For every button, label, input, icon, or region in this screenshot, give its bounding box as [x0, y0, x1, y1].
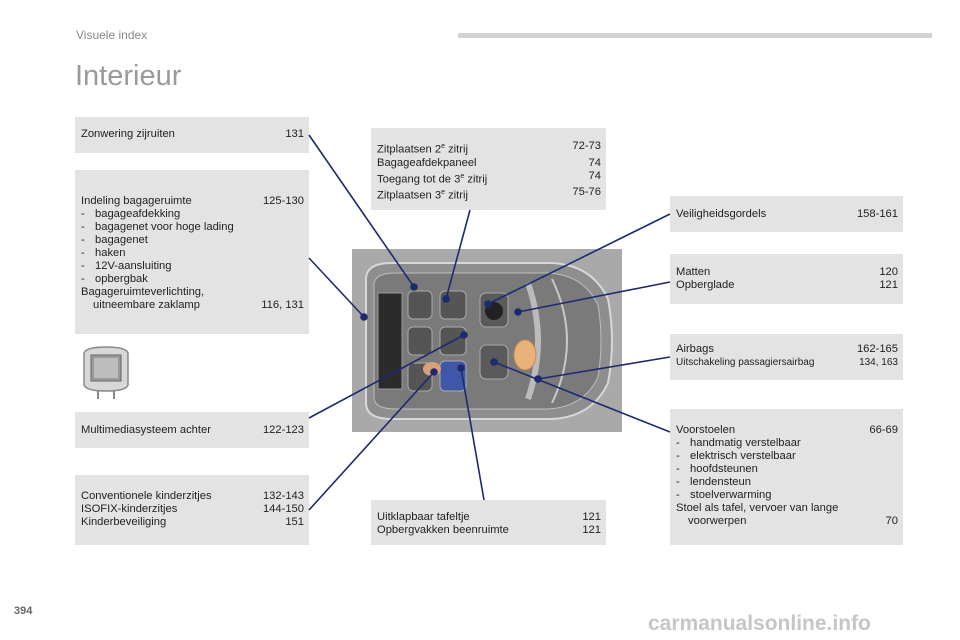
kinderbeveiliging-label: Kinderbeveiliging [81, 516, 167, 528]
toegang-pages[interactable]: 74 [588, 169, 601, 182]
headrest-screen-icon [83, 346, 129, 399]
indeling-item: -bagageafdekking [81, 208, 181, 220]
section-header: Visuele index [76, 28, 148, 42]
isofix-label: ISOFIX-kinderzitjes [81, 503, 178, 515]
voorstoelen-item: -hoofdsteunen [676, 463, 758, 475]
opbergvakken-pages[interactable]: 121 [582, 524, 601, 536]
multimedia-box[interactable]: Multimediasysteem achter 122-123 [75, 412, 309, 448]
leader-dot [410, 283, 418, 291]
opbergvakken-label: Opbergvakken beenruimte [377, 524, 509, 536]
kinderzitjes-pages[interactable]: 132-143 [262, 490, 304, 502]
kinderzitjes-label: Conventionele kinderzitjes [81, 490, 212, 502]
matten-box[interactable]: Matten 120 Opberglade 121 [670, 254, 903, 304]
leader-dot [460, 331, 468, 339]
leader-dot [457, 364, 465, 372]
leader-line-tafeltje [460, 367, 485, 501]
voorstoelen-pages[interactable]: 66-69 [869, 424, 898, 436]
leader-line-gordels [487, 213, 671, 305]
airbags-label: Airbags [676, 343, 714, 355]
voorstoelen-extra-line1: Stoel als tafel, vervoer van lange [676, 502, 839, 514]
leader-line-voorstoelen [493, 361, 671, 433]
zitplaatsen-2-label: Zitplaatsen 2e zitrij [377, 143, 468, 156]
leader-line-zitplaatsen [445, 209, 471, 300]
voorstoelen-item: -handmatig verstelbaar [676, 437, 801, 449]
airbags-box[interactable]: Airbags 162-165 Uitschakeling passagiersa… [670, 334, 903, 380]
indeling-box[interactable]: Indeling bagageruimte 125-130 -bagageafd… [75, 170, 309, 334]
page-number: 394 [14, 605, 33, 617]
leader-line-multimedia [308, 334, 465, 419]
zitplaatsen-3-label: Zitplaatsen 3e zitrij [377, 189, 468, 203]
bagageafdekpaneel-pages[interactable]: 74 [588, 156, 601, 169]
leader-dot [430, 368, 438, 376]
leader-line-zonwering [308, 134, 415, 288]
leader-dot [484, 300, 492, 308]
tafeltje-label: Uitklapbaar tafeltje [377, 511, 470, 523]
matten-label: Matten [676, 266, 711, 278]
kinderzitjes-box[interactable]: Conventionele kinderzitjes 132-143 ISOFIX… [75, 475, 309, 545]
kinderbeveiliging-pages[interactable]: 151 [285, 516, 304, 528]
zitplaatsen-box[interactable]: Zitplaatsen 2e zitrij 72-73 Bagageafdekpa… [371, 128, 606, 210]
voorstoelen-label: Voorstoelen [676, 424, 736, 436]
zonwering-pages[interactable]: 131 [285, 128, 304, 140]
page-title: Interieur [75, 60, 182, 92]
gordels-pages[interactable]: 158-161 [856, 208, 898, 220]
zitplaatsen-3-pages[interactable]: 75-76 [572, 186, 601, 199]
indeling-pages[interactable]: 125-130 [262, 195, 304, 207]
voorstoelen-item: -elektrisch verstelbaar [676, 450, 796, 462]
indeling-extra-pages[interactable]: 116, 131 [261, 299, 304, 311]
leader-line-indeling [308, 257, 365, 318]
leader-line-airbags [537, 356, 671, 380]
airbags-pages[interactable]: 162-165 [856, 343, 898, 355]
leader-line-kinderzitjes [308, 371, 435, 511]
opberglade-label: Opberglade [676, 279, 735, 291]
leader-dot [442, 295, 450, 303]
isofix-pages[interactable]: 144-150 [262, 503, 304, 515]
matten-pages[interactable]: 120 [879, 266, 898, 278]
voorstoelen-extra-pages[interactable]: 70 [885, 515, 898, 527]
indeling-item: -opbergbak [81, 273, 148, 285]
voorstoelen-extra-line2: voorwerpen [688, 515, 747, 527]
leader-dot [514, 308, 522, 316]
voorstoelen-item: -stoelverwarming [676, 489, 772, 501]
indeling-label: Indeling bagageruimte [81, 195, 192, 207]
multimedia-label: Multimediasysteem achter [81, 424, 211, 436]
leader-dot [360, 313, 368, 321]
indeling-item: -bagagenet [81, 234, 148, 246]
airbag-deactivation-pages[interactable]: 134, 163 [859, 357, 898, 368]
tafeltje-pages[interactable]: 121 [582, 511, 601, 523]
header-bar [458, 33, 932, 38]
indeling-item: -bagagenet voor hoge lading [81, 221, 234, 233]
tafeltje-box[interactable]: Uitklapbaar tafeltje 121 Opbergvakken bee… [371, 500, 606, 545]
multimedia-pages[interactable]: 122-123 [262, 424, 304, 436]
zonwering-label: Zonwering zijruiten [81, 128, 175, 140]
voorstoelen-item: -lendensteun [676, 476, 751, 488]
zitplaatsen-2-pages[interactable]: 72-73 [572, 140, 601, 152]
toegang-label: Toegang tot de 3e zitrij [377, 172, 488, 186]
zonwering-box[interactable]: Zonwering zijruiten 131 [75, 117, 309, 153]
watermark: carmanualsonline.info [648, 612, 871, 635]
indeling-item: -haken [81, 247, 126, 259]
airbag-deactivation-label: Uitschakeling passagiersairbag [676, 357, 815, 368]
indeling-item: -12V-aansluiting [81, 260, 172, 272]
indeling-extra-line2: uitneembare zaklamp [93, 299, 200, 311]
gordels-box[interactable]: Veiligheidsgordels 158-161 [670, 196, 903, 232]
leader-line-matten [517, 281, 671, 313]
indeling-extra-line1: Bagageruimteverlichting, [81, 286, 205, 298]
bagageafdekpaneel-label: Bagageafdekpaneel [377, 156, 477, 169]
gordels-label: Veiligheidsgordels [676, 208, 767, 220]
leader-dot [534, 375, 542, 383]
opberglade-pages[interactable]: 121 [879, 279, 898, 291]
leader-dot [490, 358, 498, 366]
